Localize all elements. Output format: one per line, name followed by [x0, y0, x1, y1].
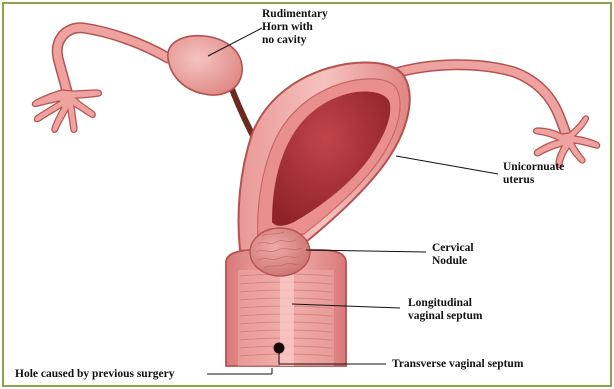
left-fimbriae [32, 90, 101, 132]
label-unicornuate-uterus: Unicornuate uterus [503, 161, 564, 187]
label-rudimentary-horn: Rudimentary Horn with no cavity [262, 8, 328, 47]
horn-connecting-band [230, 84, 252, 134]
label-transverse-septum: Transverse vaginal septum [392, 358, 523, 371]
label-cervical-nodule: Cervical Nodule [432, 242, 474, 268]
unicornuate-uterus [239, 63, 410, 255]
label-longitudinal-septum: Longitudinal vaginal septum [408, 297, 482, 323]
label-hole: Hole caused by previous surgery [15, 368, 175, 381]
leader-unicornuate-uterus [396, 156, 498, 174]
cervical-nodule [250, 228, 310, 276]
left-fallopian-tube [57, 28, 168, 96]
